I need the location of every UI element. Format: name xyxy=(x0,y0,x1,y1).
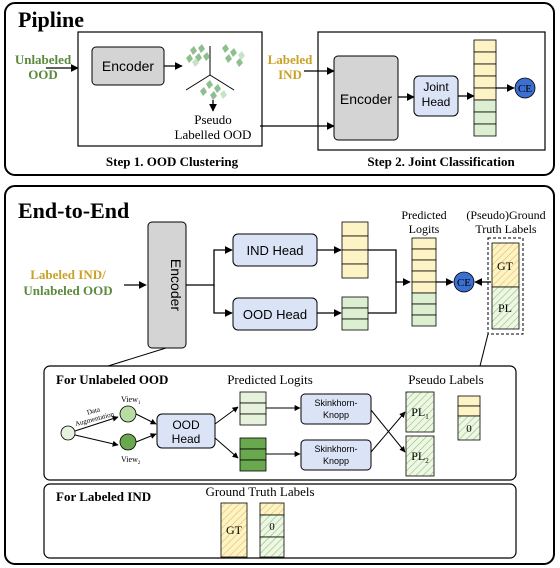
e2e-panel xyxy=(4,185,555,565)
pl-cell xyxy=(491,286,520,330)
ood-predicted-logits-title: Predicted Logits xyxy=(227,372,313,387)
ood-subpanel-head-label-2: Head xyxy=(172,432,201,446)
ind-logits-stack xyxy=(341,221,369,279)
gt-cell-label: GT xyxy=(497,259,514,273)
ind-subpanel-title: For Labeled IND xyxy=(56,489,151,504)
encoder-to-ind-arrow xyxy=(186,246,233,286)
e2e-input-label: Labeled IND/ xyxy=(30,267,106,282)
step1-input-label: Unlabeled xyxy=(15,52,72,67)
ind-gt-cell-label: GT xyxy=(226,523,243,537)
view2-node xyxy=(119,433,137,451)
encoder-to-ood-arrow xyxy=(213,285,233,317)
sk-box-1 xyxy=(300,393,372,425)
pl-cell-label: PL xyxy=(498,301,512,315)
view2-logits-stack xyxy=(239,437,267,472)
ood-input-node xyxy=(60,425,76,441)
ind-vector-zero: 0 xyxy=(269,521,275,533)
step2-caption: Step 2. Joint Classification xyxy=(367,154,515,169)
pseudo-labels-title: Pseudo Labels xyxy=(408,372,483,387)
ind-to-concat-arrow xyxy=(368,249,411,286)
concat-logits-stack xyxy=(411,237,437,327)
ood-subpanel xyxy=(43,365,517,481)
predicted-logits-title-2: Logits xyxy=(409,222,440,236)
e2e-input-label-2: Unlabeled OOD xyxy=(23,283,112,298)
ood-subpanel-head xyxy=(156,413,216,449)
step2-input-label-2: IND xyxy=(278,67,302,82)
step2-encoder xyxy=(333,55,399,141)
sk-box-1-label: Skinkhorn- xyxy=(314,398,357,408)
step2-encoder-label: Encoder xyxy=(340,91,392,107)
step2-ce-label: CE xyxy=(518,83,532,95)
step1-caption: Step 1. OOD Clustering xyxy=(106,154,239,169)
ind-head-label: IND Head xyxy=(246,243,303,258)
joint-head-label-2: Head xyxy=(422,95,451,109)
ind-gt-title: Ground Truth Labels xyxy=(205,484,314,499)
head-to-logits2-arrow xyxy=(214,437,239,459)
view1-node xyxy=(119,405,137,423)
predicted-logits-title: Predicted xyxy=(401,208,446,222)
step1-encoder-label: Encoder xyxy=(102,58,154,74)
e2e-ce-label: CE xyxy=(457,277,471,289)
pl2-cell xyxy=(405,435,435,477)
pseudo-vector-zero: 0 xyxy=(466,423,472,435)
ind-label-vector xyxy=(259,502,285,558)
gt-labels-dashed-box xyxy=(487,237,524,335)
step2-input-label: Labeled xyxy=(268,52,314,67)
ood-subpanel-head-label: OOD xyxy=(172,418,200,432)
zoom-line-right xyxy=(479,333,489,367)
view1-label: View1 xyxy=(121,395,141,406)
pseudo-label-vector xyxy=(457,395,481,441)
step2-frame xyxy=(317,31,546,151)
aug-arrow-2 xyxy=(74,434,119,447)
head-to-logits1-arrow xyxy=(214,406,239,425)
view2-label: View2 xyxy=(121,455,141,466)
step2-ce-loss xyxy=(514,77,536,99)
sk-box-2 xyxy=(300,439,372,471)
gt-labels-title: (Pseudo)Ground xyxy=(466,208,545,222)
pipeline-panel xyxy=(4,2,555,176)
e2e-title: End-to-End xyxy=(18,198,129,223)
ood-to-concat-arrow xyxy=(368,282,397,314)
gt-cell xyxy=(491,242,520,288)
pl2-label: PL2 xyxy=(411,449,429,465)
ood-head xyxy=(232,297,318,331)
e2e-encoder-label: Encoder xyxy=(168,259,184,311)
pl1-label: PL1 xyxy=(411,405,429,421)
joint-head-label: Joint xyxy=(423,80,449,94)
pl1-cell xyxy=(405,391,435,433)
step1-frame xyxy=(77,31,263,147)
view2-to-head-arrow xyxy=(135,433,157,443)
gt-labels-title-2: Truth Labels xyxy=(475,222,537,236)
sk1-to-pl2-arrow xyxy=(370,409,406,453)
ind-subpanel xyxy=(43,483,517,559)
data-augmentation-label: Data xyxy=(86,405,102,416)
sk-box-2-label: Skinkhorn- xyxy=(314,444,357,454)
ood-head-label: OOD Head xyxy=(243,307,307,322)
sk2-to-pl1-arrow xyxy=(370,411,406,453)
cluster-icon xyxy=(185,44,245,100)
aug-arrow-1 xyxy=(74,415,119,432)
step1-input-label-2: OOD xyxy=(28,67,58,82)
ind-gt-cell xyxy=(220,502,248,558)
view1-logits-stack xyxy=(239,391,267,426)
view1-to-head-arrow xyxy=(135,413,157,425)
step1-pseudo-label: Pseudo xyxy=(194,112,232,127)
e2e-ce-loss xyxy=(453,271,475,293)
step2-logits-stack xyxy=(473,39,497,137)
zoom-line-left xyxy=(107,347,167,367)
ood-subpanel-title: For Unlabeled OOD xyxy=(56,372,168,387)
pipeline-title: Pipline xyxy=(18,7,84,32)
step1-pseudo-label-2: Labelled OOD xyxy=(175,127,252,142)
ood-logits-stack xyxy=(341,296,369,331)
sk-box-1-label-2: Knopp xyxy=(323,410,349,420)
sk-box-2-label-2: Knopp xyxy=(323,456,349,466)
